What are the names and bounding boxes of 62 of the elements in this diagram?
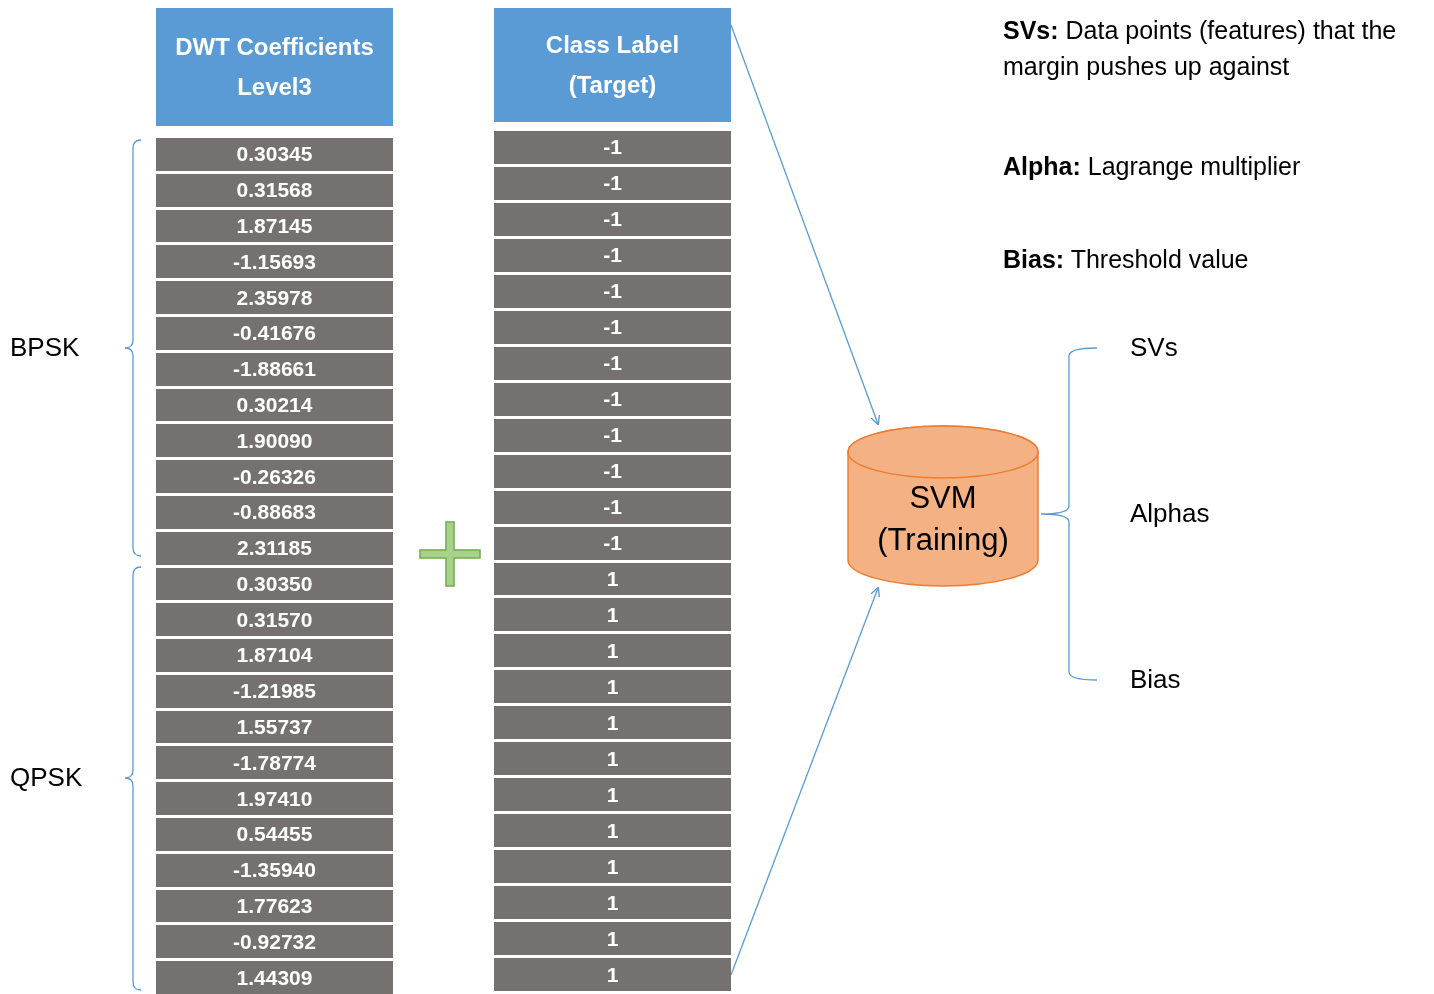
table-cell: -1.88661 — [156, 349, 393, 386]
table-cell: -1 — [494, 523, 731, 560]
table-cell: 0.30345 — [156, 135, 393, 171]
table-cell: 1 — [494, 631, 731, 668]
table-cell: -1 — [494, 271, 731, 308]
node-label: SVM (Training) — [876, 479, 1010, 559]
table-cell: 1.55737 — [156, 707, 393, 744]
table-cell: 1 — [494, 703, 731, 740]
output-label: SVs — [1130, 332, 1178, 363]
note-text: Bias: Threshold value — [1003, 244, 1250, 275]
table-cell: -1 — [494, 487, 731, 524]
table-cell: -1 — [494, 379, 731, 416]
table-cell: 1.77623 — [156, 886, 393, 923]
table-cell: -1 — [494, 199, 731, 236]
table-cell: -1.78774 — [156, 743, 393, 780]
output-label: Alphas — [1130, 498, 1210, 529]
group-label: BPSK — [10, 332, 80, 363]
table-cell: 1 — [494, 775, 731, 812]
table-cell: 1 — [494, 667, 731, 704]
column-header: DWT Coefficients Level3 — [156, 8, 393, 126]
cylinder-shape — [847, 425, 1039, 587]
note-text: SVs: Data points (features) that the margin pushes up against — [1003, 15, 1398, 82]
table-cell: -0.26326 — [156, 457, 393, 493]
table-cell: 1.87145 — [156, 206, 393, 243]
table-cell: -1 — [494, 415, 731, 452]
table-cell: 1 — [494, 919, 731, 956]
note-text: Alpha: Lagrange multiplier — [1003, 151, 1302, 182]
table-cell: 1 — [494, 559, 731, 596]
table-cell: 1 — [494, 739, 731, 776]
table-cell: 0.30350 — [156, 564, 393, 601]
table-cell: -1 — [494, 128, 731, 164]
table-cell: 1.90090 — [156, 421, 393, 458]
table-cell: 0.31570 — [156, 600, 393, 637]
table-cell: 1 — [494, 883, 731, 920]
table-cell: 1 — [494, 595, 731, 632]
table-cell: 1 — [494, 955, 731, 991]
table-cell: 2.31185 — [156, 528, 393, 565]
data-table — [156, 8, 393, 994]
column-header: Class Label (Target) — [494, 8, 731, 122]
table-cell: -0.92732 — [156, 922, 393, 959]
table-cell: -1.15693 — [156, 242, 393, 279]
table-cell: -1.21985 — [156, 671, 393, 708]
table-cell: 1.87104 — [156, 636, 393, 672]
table-cell: -1.35940 — [156, 850, 393, 887]
table-cell: 1.97410 — [156, 779, 393, 816]
table-cell: 1.44309 — [156, 958, 393, 994]
data-table — [494, 8, 731, 991]
table-cell: 0.54455 — [156, 815, 393, 851]
table-cell: 1 — [494, 847, 731, 884]
table-cell: 1 — [494, 811, 731, 848]
table-cell: 0.30214 — [156, 385, 393, 422]
table-cell: -1 — [494, 307, 731, 344]
output-label: Bias — [1130, 664, 1181, 695]
group-label: QPSK — [10, 762, 83, 793]
table-cell: -1 — [494, 235, 731, 272]
table-cell: -0.88683 — [156, 492, 393, 529]
table-cell: -1 — [494, 451, 731, 488]
table-cell: -0.41676 — [156, 313, 393, 350]
table-cell: -1 — [494, 343, 731, 380]
table-cell: -1 — [494, 163, 731, 200]
table-cell: 2.35978 — [156, 278, 393, 314]
table-cell: 0.31568 — [156, 170, 393, 207]
